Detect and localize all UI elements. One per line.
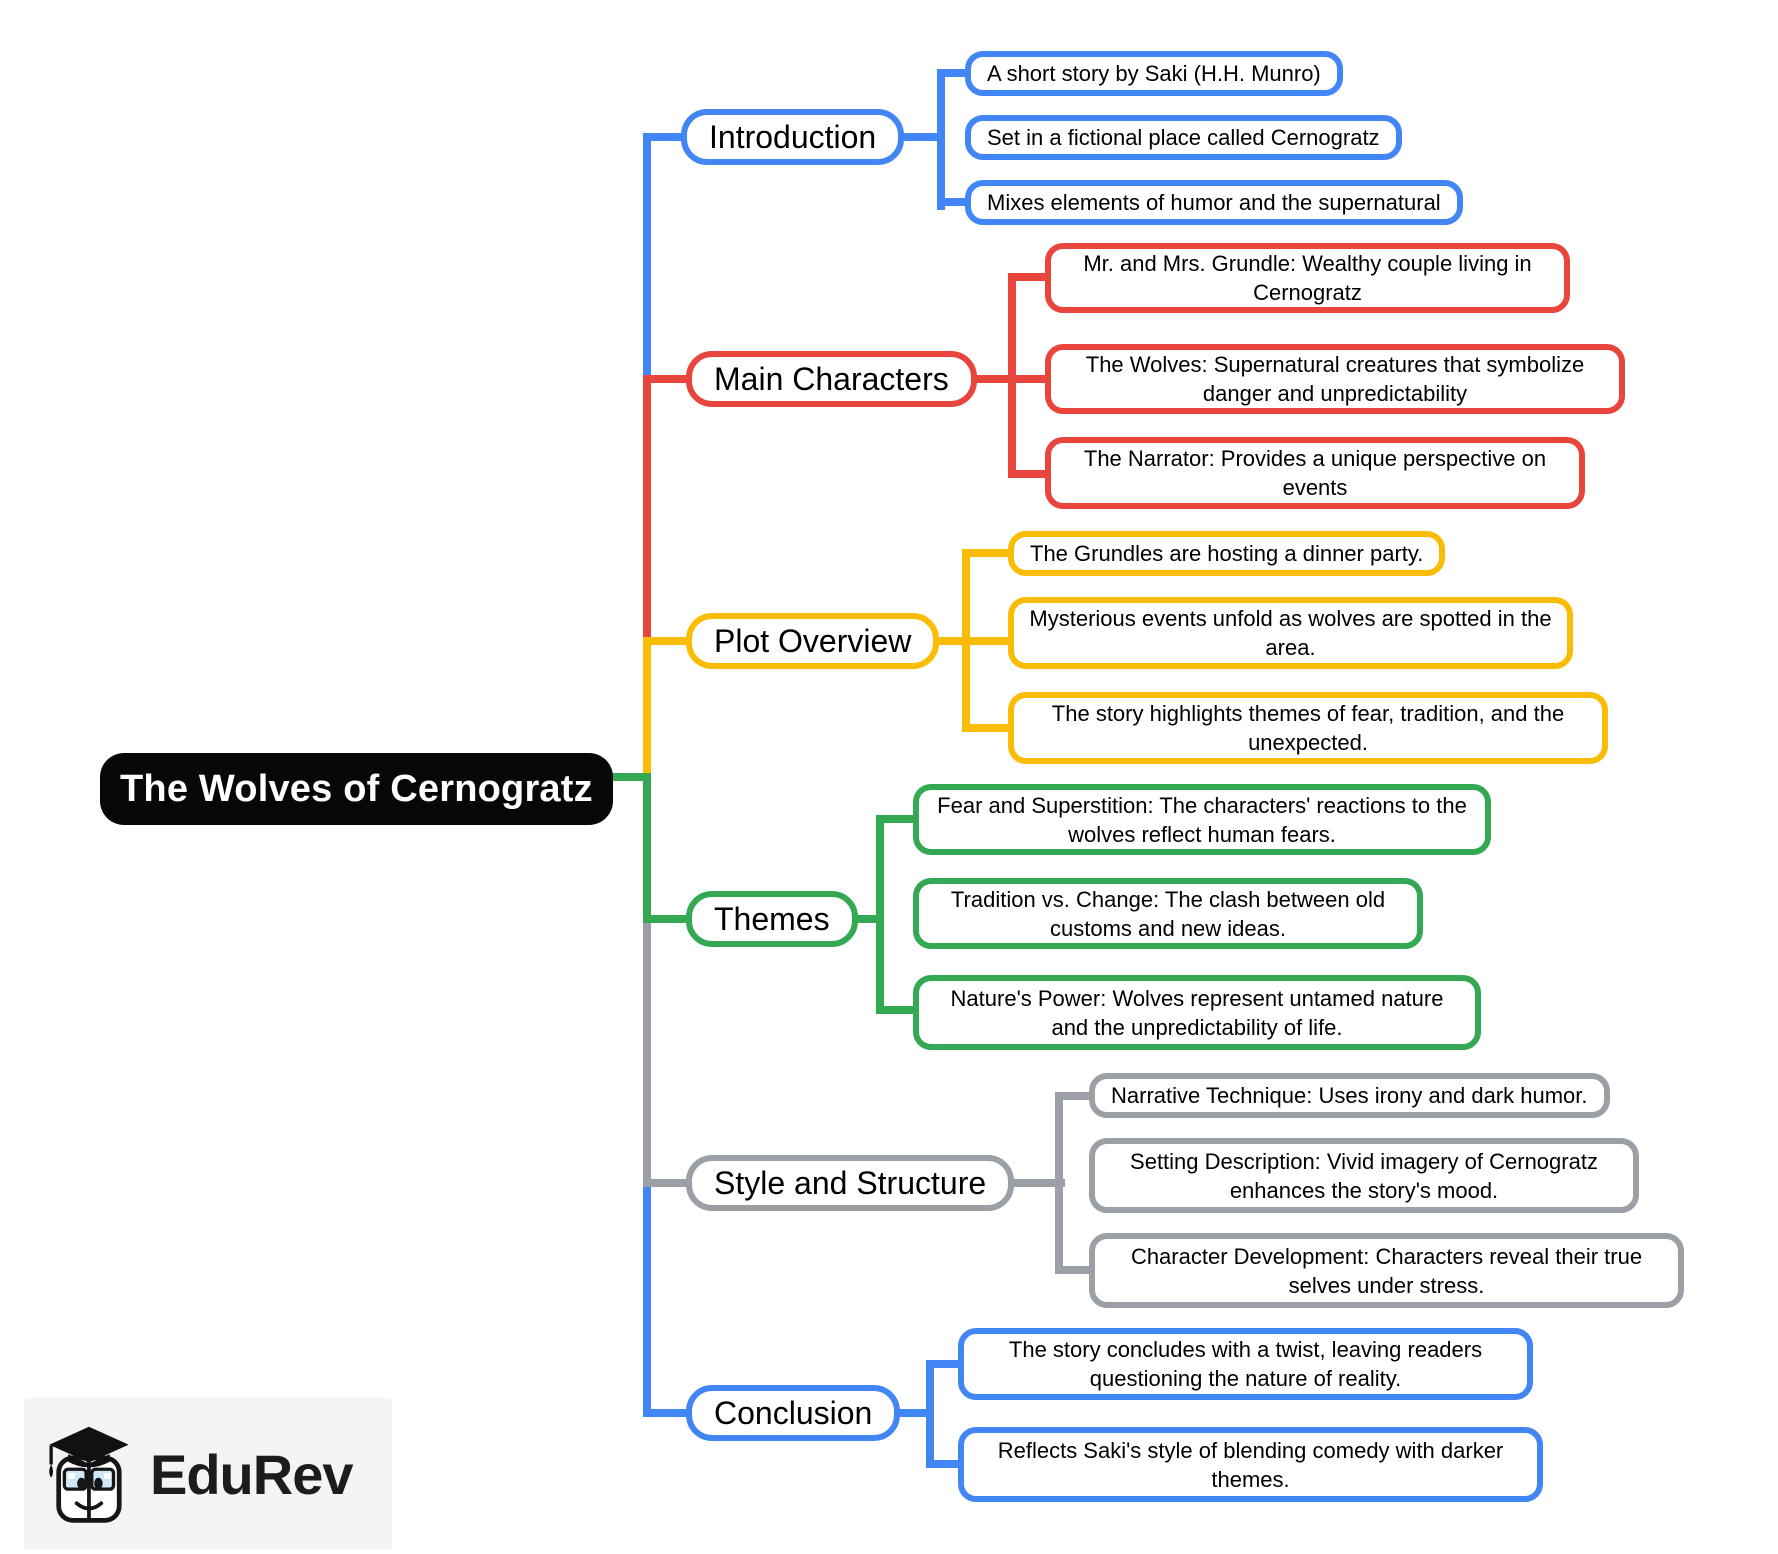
leaf-node: Fear and Superstition: The characters' r…: [913, 784, 1491, 855]
leaf-text: Mr. and Mrs. Grundle: Wealthy couple liv…: [1083, 251, 1532, 305]
trunk-segment-conclusion: [643, 1179, 651, 1417]
leaf-node: The Grundles are hosting a dinner party.: [1008, 531, 1446, 576]
edurev-logo: EduRev: [24, 1398, 392, 1550]
leaf-connector: [1055, 1092, 1101, 1100]
leaf-node: Nature's Power: Wolves represent untamed…: [913, 975, 1481, 1050]
leaf-text: The Narrator: Provides a unique perspect…: [1083, 446, 1547, 500]
leaf-text: Setting Description: Vivid imagery of Ce…: [1130, 1148, 1598, 1203]
leaf-node: A short story by Saki (H.H. Munro): [965, 51, 1343, 96]
leaf-node: Reflects Saki's style of blending comedy…: [958, 1427, 1543, 1502]
leaf-node: Character Development: Characters reveal…: [1089, 1233, 1684, 1308]
leaf-text: Fear and Superstition: The characters' r…: [937, 792, 1467, 847]
leaf-node: Mysterious events unfold as wolves are s…: [1008, 597, 1573, 669]
leaf-text: The story concludes with a twist, leavin…: [1008, 1337, 1483, 1391]
trunk-segment-introduction: [643, 133, 651, 379]
root-connector: [598, 773, 651, 781]
leaf-text: Mixes elements of humor and the supernat…: [987, 190, 1441, 215]
trunk-segment-themes: [643, 773, 651, 919]
leaf-text: A short story by Saki (H.H. Munro): [987, 61, 1321, 86]
branch-node-introduction: Introduction: [681, 109, 905, 165]
branch-label: Conclusion: [714, 1395, 873, 1431]
trunk-segment-main-characters: [643, 375, 651, 641]
leaf-text: Nature's Power: Wolves represent untamed…: [950, 985, 1444, 1040]
leaf-connector: [937, 69, 985, 77]
subtrunk-conclusion: [926, 1360, 934, 1468]
branch-label: Style and Structure: [714, 1165, 987, 1201]
leaf-node: Setting Description: Vivid imagery of Ce…: [1089, 1138, 1639, 1213]
leaf-node: The story highlights themes of fear, tra…: [1008, 692, 1608, 764]
subtrunk-plot-overview: [962, 549, 970, 732]
leaf-connector: [962, 724, 1020, 732]
branch-node-conclusion: Conclusion: [686, 1385, 901, 1441]
leaf-connector: [1008, 273, 1058, 281]
leaf-connector: [937, 198, 985, 206]
leaf-connector: [926, 1460, 970, 1468]
branch-node-themes: Themes: [686, 891, 858, 947]
leaf-node: Tradition vs. Change: The clash between …: [913, 878, 1423, 949]
subtrunk-main-characters: [1008, 273, 1016, 478]
leaf-text: Set in a fictional place called Cernogra…: [987, 125, 1380, 150]
graduation-cap-mascot-icon: [49, 1426, 129, 1523]
leaf-connector: [876, 1006, 924, 1014]
branch-node-main-characters: Main Characters: [686, 351, 977, 407]
edurev-logo-text: EduRev: [150, 1442, 353, 1506]
leaf-text: Tradition vs. Change: The clash between …: [950, 886, 1386, 941]
leaf-node: The story concludes with a twist, leavin…: [958, 1328, 1533, 1400]
leaf-node: Narrative Technique: Uses irony and dark…: [1089, 1073, 1610, 1118]
leaf-node: Set in a fictional place called Cernogra…: [965, 115, 1402, 160]
leaf-connector: [1055, 1266, 1101, 1274]
leaf-text: Mysterious events unfold as wolves are s…: [1029, 606, 1552, 660]
leaf-node: Mixes elements of humor and the supernat…: [965, 180, 1463, 225]
root-node: The Wolves of Cernogratz: [100, 753, 613, 825]
leaf-node: The Wolves: Supernatural creatures that …: [1045, 344, 1625, 414]
subtrunk-themes: [876, 815, 884, 1014]
root-title: The Wolves of Cernogratz: [120, 767, 593, 810]
leaf-text: Character Development: Characters reveal…: [1130, 1243, 1643, 1298]
leaf-text: The Wolves: Supernatural creatures that …: [1085, 352, 1585, 406]
leaf-node: Mr. and Mrs. Grundle: Wealthy couple liv…: [1045, 243, 1570, 313]
leaf-text: The story highlights themes of fear, tra…: [1051, 701, 1565, 755]
leaf-node: The Narrator: Provides a unique perspect…: [1045, 437, 1585, 509]
leaf-connector: [876, 815, 924, 823]
leaf-text: Narrative Technique: Uses irony and dark…: [1111, 1083, 1588, 1108]
leaf-connector: [962, 549, 1020, 557]
branch-label: Introduction: [709, 119, 877, 155]
leaf-connector: [1008, 470, 1058, 478]
trunk-segment-style: [643, 915, 651, 1183]
trunk-segment-plot-overview: [643, 637, 651, 777]
leaf-connector: [926, 1360, 970, 1368]
leaf-text: The Grundles are hosting a dinner party.: [1030, 541, 1424, 566]
branch-label: Plot Overview: [714, 623, 912, 659]
subtrunk-introduction: [937, 69, 945, 210]
branch-label: Themes: [714, 901, 830, 937]
subtrunk-style: [1055, 1092, 1063, 1274]
branch-node-plot-overview: Plot Overview: [686, 613, 940, 669]
branch-label: Main Characters: [714, 361, 949, 397]
leaf-text: Reflects Saki's style of blending comedy…: [997, 1437, 1504, 1492]
branch-node-style-structure: Style and Structure: [686, 1155, 1015, 1211]
